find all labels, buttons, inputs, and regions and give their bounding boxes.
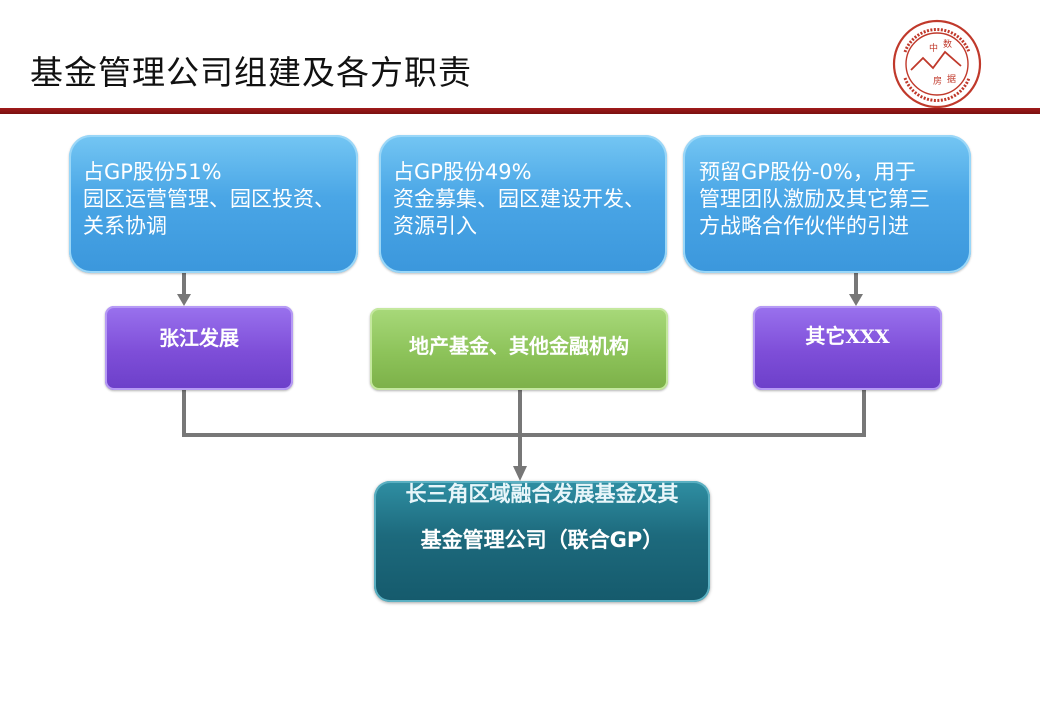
box-1-line-1: 占GP股份51% [83,160,222,184]
merge-line [182,390,866,437]
seal-char-2: 数 [943,38,952,50]
joint-gp-line-2: 基金管理公司（联合GP） [420,528,664,552]
title-divider [0,108,1040,114]
box-3-line-1: 预留GP股份-0%，用于 [699,160,916,184]
box-2-line-1: 占GP股份49% [393,160,532,184]
entity-real-estate-fund: 地产基金、其他金融机构 [370,308,668,390]
joint-gp-line-1: 长三角区域融合发展基金及其 [405,482,679,506]
box-1-line-2: 园区运营管理、园区投资、 [83,187,335,211]
seal-char-1: 中 [929,42,938,54]
shareholder-box-1: 占GP股份51% 园区运营管理、园区投资、 关系协调 [69,135,358,273]
shareholder-box-2: 占GP股份49% 资金募集、园区建设开发、 资源引入 [379,135,667,273]
box-3-line-2: 管理团队激励及其它第三 [699,187,930,211]
joint-gp-box: 长三角区域融合发展基金及其 基金管理公司（联合GP） [374,481,710,602]
page-title: 基金管理公司组建及各方职责 [30,53,472,92]
seal-logo: 中 数 房 据 [892,19,982,109]
entity-zhangjiang: 张江发展 [105,306,293,390]
box-2-line-2: 资金募集、园区建设开发、 [393,187,645,211]
entity-zhangjiang-label: 张江发展 [159,326,239,350]
entity-other-suffix: XXX [845,326,890,348]
box-3-line-3: 方战略合作伙伴的引进 [699,214,909,238]
entity-real-estate-fund-label: 地产基金、其他金融机构 [409,334,629,358]
box-1-line-3: 关系协调 [83,214,167,238]
shareholder-box-3: 预留GP股份-0%，用于 管理团队激励及其它第三 方战略合作伙伴的引进 [683,135,971,273]
entity-other: 其它XXX [753,306,942,390]
entity-other-label: 其它 [805,324,846,348]
seal-char-3: 房 [933,75,942,87]
box-2-line-3: 资源引入 [393,214,477,238]
seal-char-4: 据 [947,73,956,85]
